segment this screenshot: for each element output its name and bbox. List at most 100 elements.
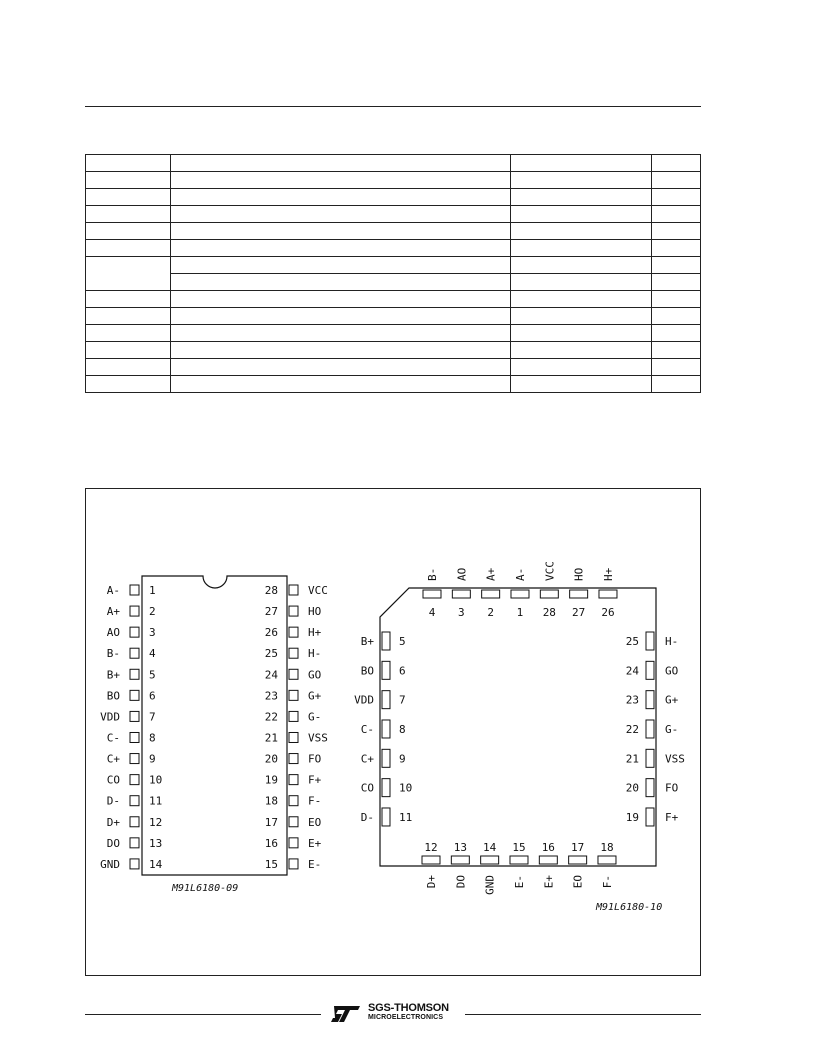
plcc-pin-name: DO [454,875,467,888]
dip-pin-number: 20 [265,753,278,766]
dip-pin-pad [129,668,140,680]
dip-pin-pad [288,668,299,680]
dip-pin-name: GND [100,858,120,871]
dip-pin-name: C+ [107,753,121,766]
plcc-pin-name: B- [426,568,439,581]
plcc-pin-name: F- [601,875,614,888]
plcc-pin-name: E+ [542,875,555,889]
dip-pin-name: VSS [308,731,328,744]
plcc-pin-number: 12 [424,841,437,854]
plcc-pin-name: VSS [665,752,685,765]
dip-pin-number: 15 [265,858,278,871]
plcc-pin-name: G+ [665,694,679,707]
plcc-pin-number: 26 [601,606,614,619]
dip-pin-number: 6 [149,689,156,702]
plcc-pin-pad [381,807,391,827]
dip-pin-pad [129,731,140,743]
dip-pin-pad [288,774,299,786]
dip-pin-pad [129,753,140,765]
dip-pin-name: G+ [308,689,322,702]
dip-pin-name: GO [308,668,321,681]
plcc-pin-number: 9 [399,752,406,765]
dip-pin-number: 7 [149,710,156,723]
plcc-pin-pad [480,855,500,865]
dip-pin-pad [288,605,299,617]
plcc-pin-pad [645,807,655,827]
plcc-pin-number: 25 [626,635,639,648]
plcc-pin-number: 10 [399,782,412,795]
dip-pin-number: 5 [149,668,156,681]
plcc-pin-number: 28 [543,606,556,619]
dip-pin-number: 18 [265,795,278,808]
dip-pin-pad [129,837,140,849]
plcc-pin-pad [381,690,391,710]
plcc-pin-number: 14 [483,841,497,854]
dip-pin-pad [129,816,140,828]
plcc-pin-pad [381,631,391,651]
plcc-pin-pad [510,589,530,599]
dip-pin-pad [129,626,140,638]
dip-pin-name: A+ [107,605,121,618]
dip-part-code: M91L6180-09 [171,883,238,894]
plcc-pin-name: F+ [665,811,679,824]
dip-pin-pad [288,795,299,807]
plcc-pin-number: 8 [399,723,406,736]
plcc-pin-name: D- [361,811,374,824]
footer-rule-right [465,1014,701,1015]
dip-pin-number: 11 [149,795,162,808]
plcc-pin-name: VCC [543,561,556,581]
dip-pin-pad [288,753,299,765]
dip-pin-number: 27 [265,605,278,618]
plcc-pin-number: 1 [517,606,524,619]
plcc-pin-name: A- [514,568,527,581]
dip-pin-name: E- [308,858,321,871]
plcc-pin-pad [568,855,588,865]
plcc-pin-pad [645,719,655,739]
plcc-pin-pad [645,690,655,710]
dip-pin-number: 3 [149,626,156,639]
plcc-pin-number: 24 [626,664,640,677]
dip-pin-pad [129,795,140,807]
plcc-pin-pad [481,589,501,599]
dip-pin-pad [129,584,140,596]
plcc-pin-number: 16 [542,841,555,854]
plcc-pin-name: C+ [361,752,375,765]
st-logo-icon [331,1006,360,1022]
dip-pin-pad [129,858,140,870]
plcc-pin-pad [509,855,529,865]
plcc-pin-number: 4 [429,606,436,619]
plcc-pin-number: 2 [487,606,494,619]
dip-pin-number: 26 [265,626,278,639]
dip-pin-number: 28 [265,584,278,597]
dip-pin-number: 19 [265,774,278,787]
dip-pin-number: 17 [265,816,278,829]
plcc-pin-pad [381,719,391,739]
plcc-pin-number: 18 [600,841,613,854]
table-row [85,188,701,206]
dip-pin-name: DO [107,837,120,850]
dip-pin-number: 2 [149,605,156,618]
dip-pin-number: 16 [265,837,278,850]
dip-pin-name: AO [107,626,120,639]
plcc-pin-pad [598,589,618,599]
plcc-pin-pad [597,855,617,865]
dip-pin-number: 22 [265,710,278,723]
plcc-pin-name: CO [361,782,374,795]
plcc-pin-number: 7 [399,694,406,707]
dip-pin-name: A- [107,584,120,597]
dip-pin-number: 21 [265,731,278,744]
plcc-pin-number: 11 [399,811,412,824]
dip-pin-number: 12 [149,816,162,829]
dip-pin-number: 8 [149,731,156,744]
plcc-pin-number: 21 [626,752,639,765]
dip-pin-name: EO [308,816,321,829]
plcc-pin-number: 19 [626,811,639,824]
plcc-pin-pad [569,589,589,599]
dip-pin-name: C- [107,731,120,744]
plcc-pin-pad [645,631,655,651]
plcc-pin-name: G- [665,723,678,736]
dip-pin-pad [288,816,299,828]
header-rule [85,106,701,107]
plcc-pin-number: 3 [458,606,465,619]
